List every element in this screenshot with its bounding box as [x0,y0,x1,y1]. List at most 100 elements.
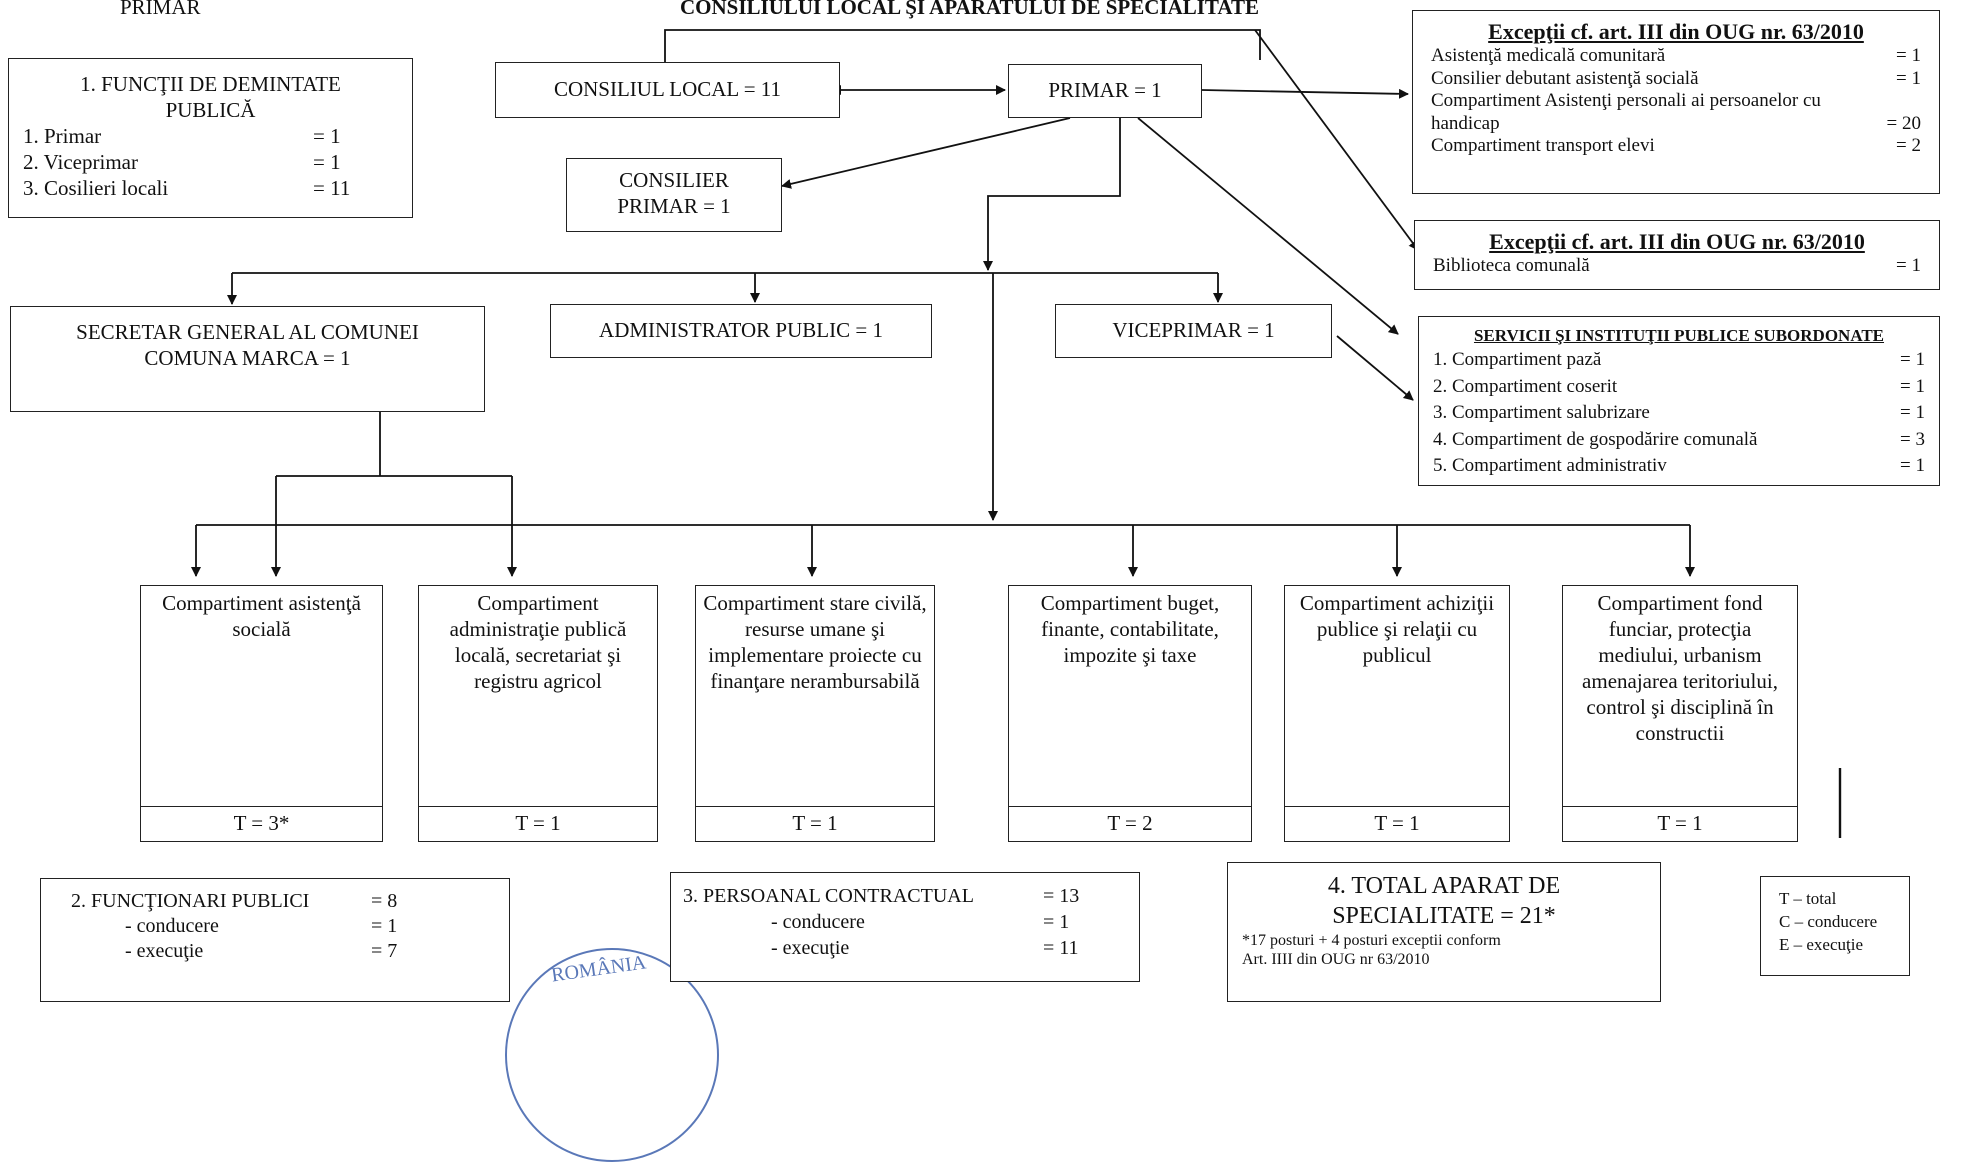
total-note1: *17 posturi + 4 posturi exceptii conform [1242,932,1501,949]
exceptii-1-row: Asistenţă medicală comunitară = 1 [1431,45,1921,68]
exceptii-2-title: Excepţii cf. art. III din OUG nr. 63/201… [1489,229,1865,254]
row-value: = 1 [1896,255,1921,276]
servicii-row: 2. Compartiment coserit= 1 [1433,374,1925,401]
exceptii-box-2: Excepţii cf. art. III din OUG nr. 63/201… [1414,220,1940,290]
header-left-text: PRIMAR [120,0,201,19]
functii-row: 1. Primar = 1 [23,123,398,149]
servicii-row: 1. Compartiment pază= 1 [1433,347,1925,374]
row-value: = 1 [371,915,398,937]
total-line1: 4. TOTAL APARAT DE [1327,873,1561,899]
exceptii-1-row: Compartiment Asistenţi personali ai pers… [1431,90,1921,113]
row-label: 5. Compartiment administrativ [1433,455,1667,476]
row-label: - execuţie [771,937,850,959]
compartiment-total: T = 1 [1562,806,1798,842]
exceptii-1-row: handicap = 20 [1431,113,1921,136]
functii-title-line2: PUBLICĂ [165,98,256,122]
row-label: handicap [1431,112,1500,134]
servicii-row: 4. Compartiment de gospodărire comunală =… [1433,427,1925,454]
row-label: 2. Compartiment coserit [1433,375,1618,397]
consilier-line2: PRIMAR = 1 [617,194,731,218]
viceprimar-box: VICEPRIMAR = 1 [1055,304,1332,358]
secretar-line2: COMUNA MARCA = 1 [144,346,351,370]
contractual-row: - execuţie = 11 [683,935,1123,961]
row-label: Consilier debutant asistenţă socială [1431,67,1699,89]
compartiment-box: Compartiment achiziţii publice şi relaţi… [1284,585,1510,807]
row-value: = 2 [1896,135,1921,156]
row-label: Compartiment transport elevi [1431,135,1655,156]
row-value: = 1 [1900,455,1925,476]
primar-box: PRIMAR = 1 [1008,64,1202,118]
administrator-public-box: ADMINISTRATOR PUBLIC = 1 [550,304,932,358]
exceptii-1-row: Consilier debutant asistenţă socială = 1 [1431,68,1921,91]
row-value: = 13 [1043,885,1080,907]
compartiment-total: T = 2 [1008,806,1252,842]
exceptii-1-row: Compartiment transport elevi = 2 [1431,135,1921,158]
row-label: - execuţie [125,940,204,962]
row-value: = 20 [1886,112,1921,134]
row-label: Asistenţă medicală comunitară [1431,45,1666,66]
legend-item: E – execuţie [1779,935,1864,954]
functii-row-label: 2. Viceprimar [23,150,138,174]
row-label: 3. Compartiment salubrizare [1433,402,1650,423]
contractual-row: - conducere = 1 [683,909,1123,935]
row-label: Biblioteca comunală [1433,255,1590,276]
header-center-text: CONSILIULUI LOCAL ŞI APARATULUI DE SPECI… [680,0,1259,19]
compartiment-name: Compartiment achiziţii publice şi relaţi… [1299,591,1495,667]
row-label: 4. Compartiment de gospodărire comunală [1433,428,1758,450]
legend-item: C – conducere [1779,912,1878,931]
consiliul-local-box: CONSILIUL LOCAL = 11 [495,62,840,118]
compartiment-name: Compartiment administraţie publică local… [449,591,627,693]
compartiment-name: Compartiment asistenţă socială [162,591,361,641]
functii-row-value: = 1 [313,150,341,174]
legend-box: T – total C – conducere E – execuţie [1760,876,1910,976]
row-label: - conducere [771,911,865,933]
functii-row-label: 1. Primar [23,124,102,148]
total-line2: SPECIALITATE = 21* [1332,903,1556,929]
functii-title-line1: 1. FUNCŢII DE DEMINTATE [80,72,341,96]
row-value: = 8 [371,890,398,912]
functii-row: 2. Viceprimar = 1 [23,149,398,175]
consilier-primar-box: CONSILIER PRIMAR = 1 [566,158,782,232]
total-note2: Art. IIII din OUG nr 63/2010 [1242,951,1430,968]
row-label: 1. Compartiment pază [1433,349,1602,370]
row-value: = 1 [1896,45,1921,66]
compartiment-name: Compartiment buget, finante, contabilita… [1040,591,1220,667]
compartiment-name: Compartiment fond funciar, protecţia med… [1582,591,1778,745]
compartiment-box: Compartiment asistenţă socială [140,585,383,807]
row-label: - conducere [125,915,219,937]
functii-row-value: = 1 [313,124,341,148]
secretar-general-box: SECRETAR GENERAL AL COMUNEI COMUNA MARCA… [10,306,485,412]
compartiment-total: T = 1 [695,806,935,842]
compartiment-box: Compartiment buget, finante, contabilita… [1008,585,1252,807]
legend-item: T – total [1779,889,1837,908]
row-value: = 7 [371,940,398,962]
row-value: = 3 [1900,428,1925,450]
functii-row-value: = 11 [313,176,351,200]
row-label: 2. FUNCŢIONARI PUBLICI [71,890,310,912]
row-value: = 1 [1896,67,1921,89]
compartiment-box: Compartiment administraţie publică local… [418,585,658,807]
contractual-row: 3. PERSOANAL CONTRACTUAL = 13 [683,883,1123,909]
row-value: = 1 [1043,911,1070,933]
functii-row: 3. Cosilieri locali = 11 [23,175,398,201]
functionari-row: - conducere = 1 [71,914,479,939]
row-label: 3. PERSOANAL CONTRACTUAL [683,885,974,907]
exceptii-2-row: Biblioteca comunală = 1 [1433,255,1921,278]
compartiment-box: Compartiment fond funciar, protecţia med… [1562,585,1798,807]
compartiment-total: T = 1 [418,806,658,842]
compartiment-name: Compartiment stare civilă, resurse umane… [703,591,927,693]
servicii-row: 3. Compartiment salubrizare = 1 [1433,400,1925,427]
functionari-row: - execuţie = 7 [71,939,479,964]
connector-lines [191,29,1842,838]
exceptii-1-title: Excepţii cf. art. III din OUG nr. 63/201… [1488,19,1864,44]
functii-demnitate-box: 1. FUNCŢII DE DEMINTATE PUBLICĂ 1. Prima… [8,58,413,218]
exceptii-box-1: Excepţii cf. art. III din OUG nr. 63/201… [1412,10,1940,194]
row-value: = 11 [1043,937,1079,959]
row-value: = 1 [1900,402,1925,423]
total-aparat-box: 4. TOTAL APARAT DE SPECIALITATE = 21* *1… [1227,862,1661,1002]
consilier-line1: CONSILIER [619,168,729,192]
servicii-row: 5. Compartiment administrativ = 1 [1433,453,1925,480]
personal-contractual-box: 3. PERSOANAL CONTRACTUAL = 13 - conducere… [670,872,1140,982]
servicii-box: SERVICII ŞI INSTITUŢII PUBLICE SUBORDONA… [1418,316,1940,486]
functii-row-label: 3. Cosilieri locali [23,176,169,200]
